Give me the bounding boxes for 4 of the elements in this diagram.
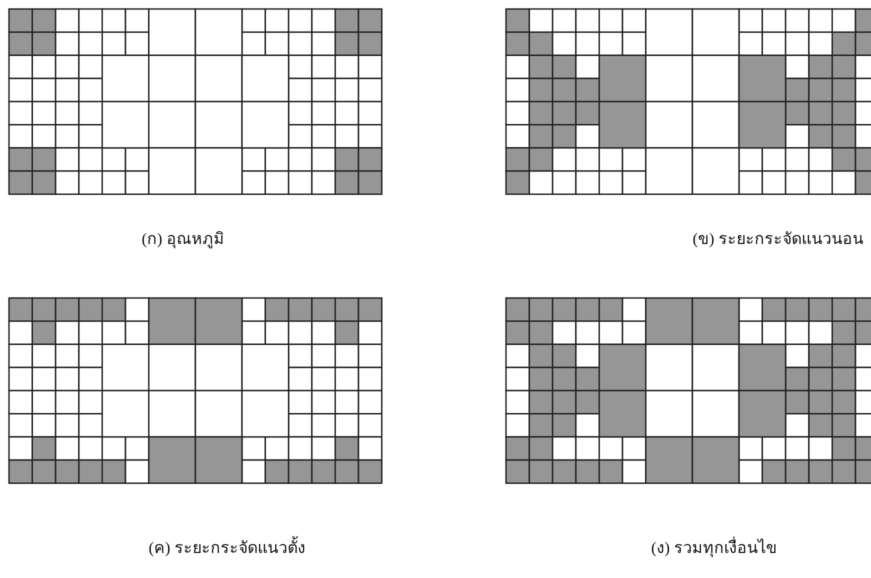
caption: (ค) ระยะกระจัดแนวตั้ง [148, 535, 306, 560]
caption: (ก) อุณหภูมิ [142, 230, 224, 250]
caption: (ข) ระยะกระจัดแนวนอน [692, 230, 864, 250]
caption: (ง) รวมทุกเงื่อนไข [651, 535, 777, 560]
